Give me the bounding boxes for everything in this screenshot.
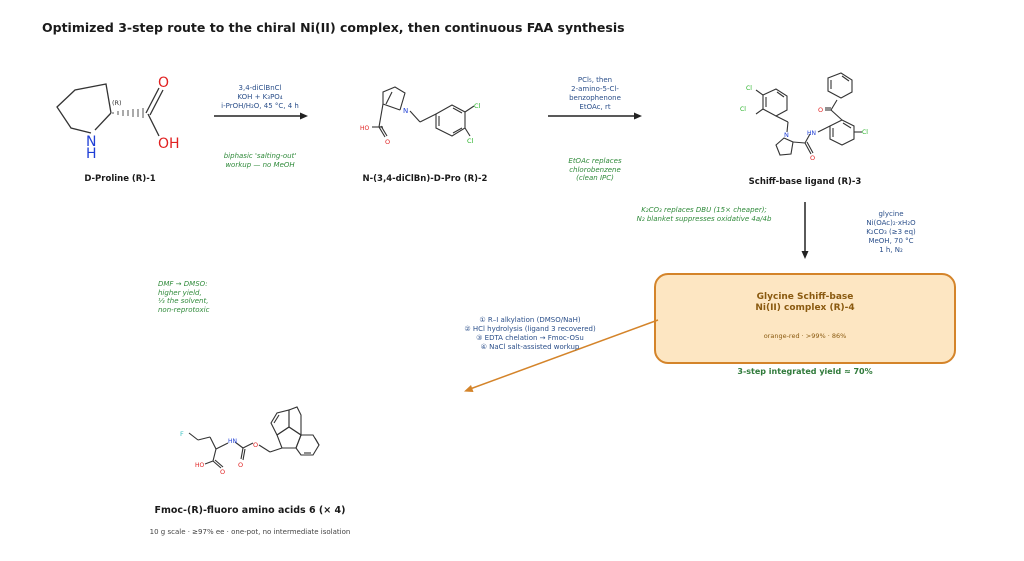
conditions-step3: glycine Ni(OAc)₂·xH₂O K₂CO₃ (≥3 eq) MeOH…: [866, 210, 916, 254]
ni-complex-label: Glycine Schiff-base Ni(II) complex (R)-4: [755, 292, 855, 313]
atom-n: N: [784, 131, 789, 139]
atom-o-3: O: [253, 441, 258, 449]
arrow-step4: [464, 319, 659, 392]
atom-o-1: O: [810, 154, 815, 162]
atom-cl-2: Cl: [467, 137, 474, 145]
integrated-yield: 3-step integrated yield ≈ 70%: [737, 367, 873, 376]
atom-o-2: O: [238, 461, 243, 469]
ni-complex-subtext: orange-red · >99% · 86%: [763, 332, 847, 340]
atom-h: H: [86, 146, 97, 162]
atom-cl-1: Cl: [474, 102, 481, 110]
atom-f: F: [180, 430, 184, 438]
atom-cl-3: Cl: [862, 129, 868, 136]
atom-oh: OH: [158, 136, 180, 152]
note-step1: biphasic 'salting-out' workup — no MeOH: [223, 152, 297, 169]
ni-complex-box: [654, 273, 956, 364]
stereo-label: (R): [112, 99, 122, 107]
label-compound-3: Schiff-base ligand (R)-3: [748, 177, 862, 187]
arrow-step2: [548, 112, 642, 120]
atom-ho: HO: [195, 462, 205, 469]
atom-o: O: [385, 138, 390, 146]
atom-ho: HO: [360, 125, 370, 132]
atom-o: O: [158, 75, 169, 91]
atom-hn: HN: [228, 438, 237, 445]
diagram-title: Optimized 3-step route to the chiral Ni(…: [42, 20, 625, 35]
structure-compound-3: Cl Cl N O HN O Cl: [740, 72, 868, 162]
conditions-step4: ① R–I alkylation (DMSO/NaH) ② HCl hydrol…: [464, 316, 596, 351]
label-d-proline: D-Proline (R)-1: [84, 174, 156, 184]
structure-compound-2: N HO O Cl Cl: [360, 86, 481, 146]
arrow-step3: [801, 202, 809, 259]
atom-n: N: [86, 134, 96, 150]
atom-cl-1: Cl: [746, 85, 752, 92]
conditions-step1: 3,4-diClBnCl KOH + K₃PO₄ i-PrOH/H₂O, 45 …: [221, 84, 299, 110]
atom-n: N: [403, 107, 408, 115]
footer-note: 10 g scale · ≥97% ee · one-pot, no inter…: [149, 528, 351, 536]
conditions-step2: PCl₅, then 2-amino-5-Cl- benzophenone Et…: [569, 76, 621, 111]
atom-hn: HN: [807, 130, 816, 137]
label-compound-2: N-(3,4-diClBn)-D-Pro (R)-2: [362, 174, 488, 184]
atom-o-1: O: [220, 468, 225, 476]
note-step2: EtOAc replaces chlorobenzene (clean IPC): [568, 157, 622, 182]
label-fmoc-amino-acids: Fmoc-(R)-fluoro amino acids 6 (× 4): [154, 505, 346, 516]
structure-fmoc-amino-acid: F HN HO O O O: [180, 406, 320, 476]
structure-d-proline: N H O OH (R): [56, 75, 180, 162]
atom-cl-2: Cl: [740, 106, 746, 113]
arrow-step1: [214, 112, 308, 120]
atom-o-2: O: [818, 106, 823, 114]
note-step4: DMF → DMSO: higher yield, ⅓ the solvent,…: [158, 280, 210, 314]
note-step3: K₂CO₃ replaces DBU (15× cheaper); N₂ bla…: [636, 206, 772, 223]
